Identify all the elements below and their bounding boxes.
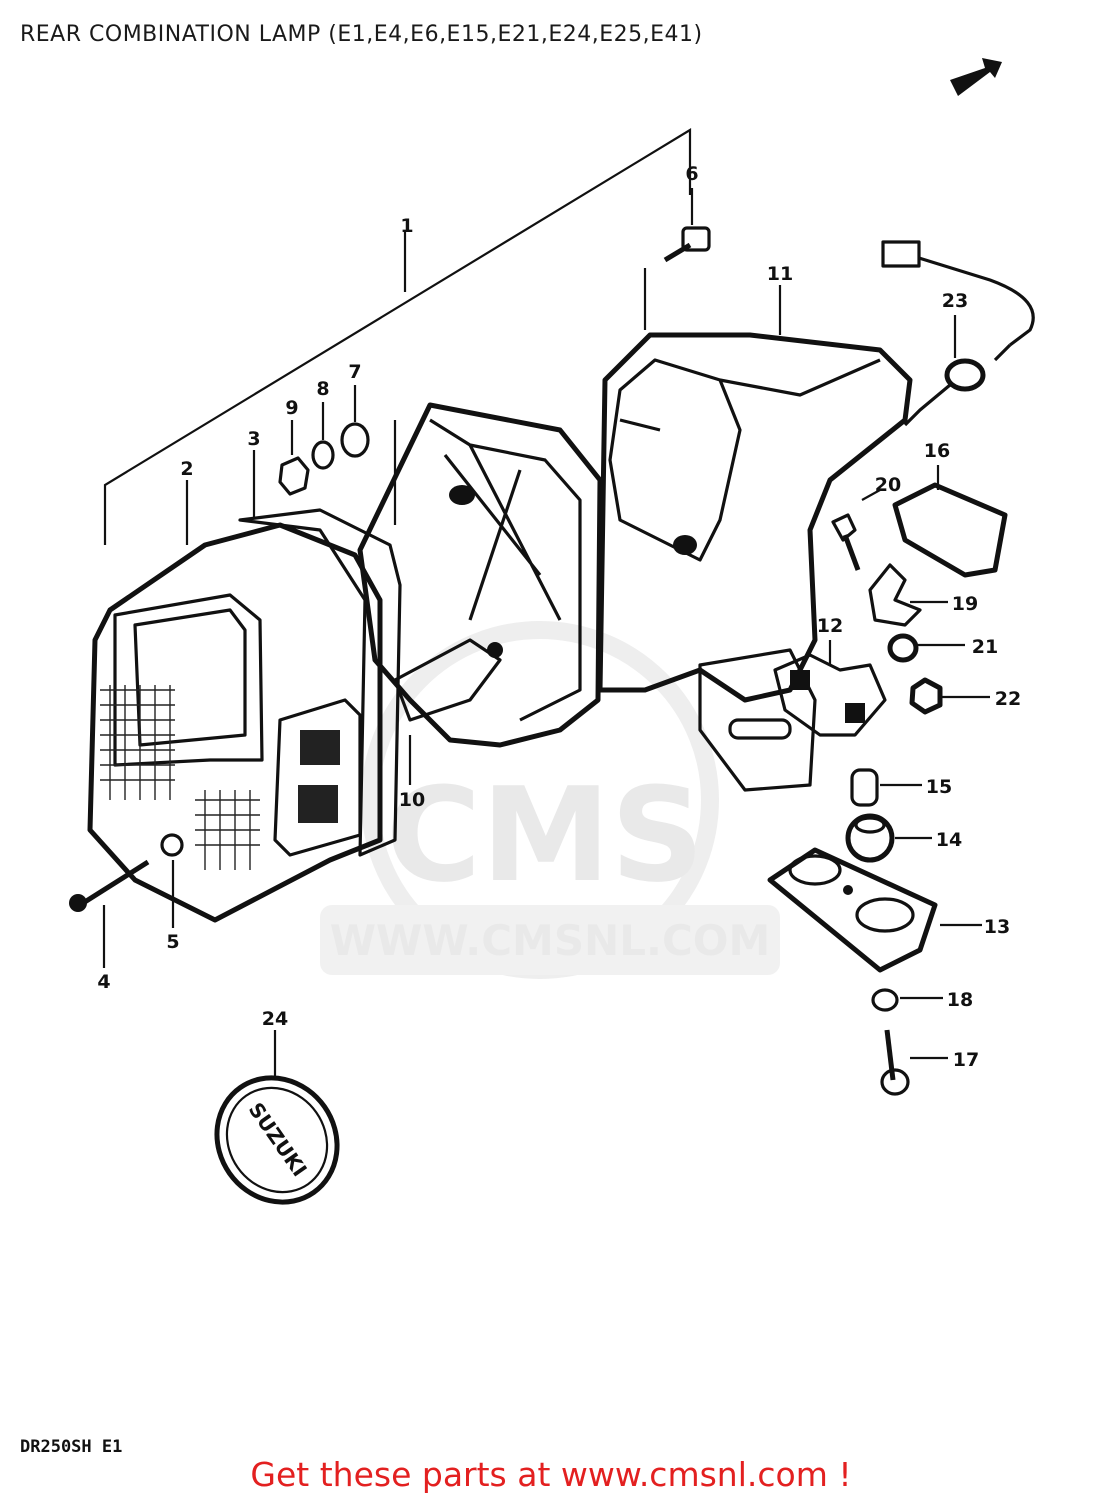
part-label-10: 10 [399, 789, 425, 811]
nut-9 [278, 456, 310, 496]
part-label-9: 9 [285, 397, 298, 419]
part-label-12: 12 [817, 615, 843, 637]
part-number-labels: 1 2 3 4 5 6 7 8 9 10 11 12 13 14 15 16 1… [97, 163, 1021, 1071]
model-code: DR250SH E1 [20, 1437, 122, 1457]
part-label-18: 18 [947, 989, 973, 1011]
part-label-1: 1 [400, 215, 413, 237]
bolt-20 [831, 513, 861, 571]
washer-7 [340, 422, 370, 458]
washer-8 [311, 440, 335, 470]
leader-lines [102, 188, 990, 1078]
part-label-17: 17 [953, 1049, 979, 1071]
part-label-13: 13 [984, 916, 1010, 938]
lamp-bracket [597, 332, 913, 792]
top-bolt [663, 226, 711, 263]
lens-washer [160, 833, 184, 857]
part-label-7: 7 [348, 361, 361, 383]
page-title: REAR COMBINATION LAMP (E1,E4,E6,E15,E21,… [20, 22, 703, 47]
lamp-housing [357, 402, 603, 748]
front-direction-arrow [950, 58, 1002, 96]
emblem-text: SUZUKI [244, 1098, 312, 1181]
rubber-grommet [845, 813, 895, 863]
clamp-hole-2 [845, 703, 865, 723]
lamp-lens [87, 522, 383, 923]
nut-22 [909, 677, 943, 715]
bolt-17 [880, 1029, 910, 1096]
lamp-gasket [238, 508, 402, 857]
wiring-harness [881, 240, 1035, 427]
part-label-20: 20 [875, 474, 901, 496]
lens-screw [69, 859, 150, 912]
bracket-clamp [773, 653, 887, 737]
cms-watermark: CMS WWW.CMSNL.COM [320, 621, 780, 979]
part-label-11: 11 [767, 263, 793, 285]
part-label-21: 21 [972, 636, 998, 658]
part-label-16: 16 [924, 440, 950, 462]
reflector [892, 482, 1008, 578]
footer-promo-link[interactable]: Get these parts at www.cmsnl.com ! [250, 1455, 852, 1494]
part-label-8: 8 [316, 378, 329, 400]
washer-21 [887, 633, 919, 663]
part-label-14: 14 [936, 829, 962, 851]
part-label-3: 3 [247, 428, 260, 450]
part-label-24: 24 [262, 1008, 288, 1030]
watermark-url: WWW.CMSNL.COM [330, 916, 771, 965]
part-label-15: 15 [926, 776, 952, 798]
part-label-5: 5 [166, 931, 179, 953]
part-label-22: 22 [995, 688, 1021, 710]
suzuki-emblem: SUZUKI [214, 1075, 340, 1205]
reflector-bracket [868, 563, 922, 627]
part-label-23: 23 [942, 290, 968, 312]
part-label-2: 2 [180, 458, 193, 480]
collar [850, 768, 879, 807]
washer-18 [871, 988, 899, 1012]
mounting-plate [767, 847, 938, 973]
clamp-hole-1 [790, 670, 810, 690]
watermark-logo: CMS [386, 759, 704, 911]
part-label-4: 4 [97, 971, 110, 993]
part-label-19: 19 [952, 593, 978, 615]
part-label-6: 6 [685, 163, 698, 185]
